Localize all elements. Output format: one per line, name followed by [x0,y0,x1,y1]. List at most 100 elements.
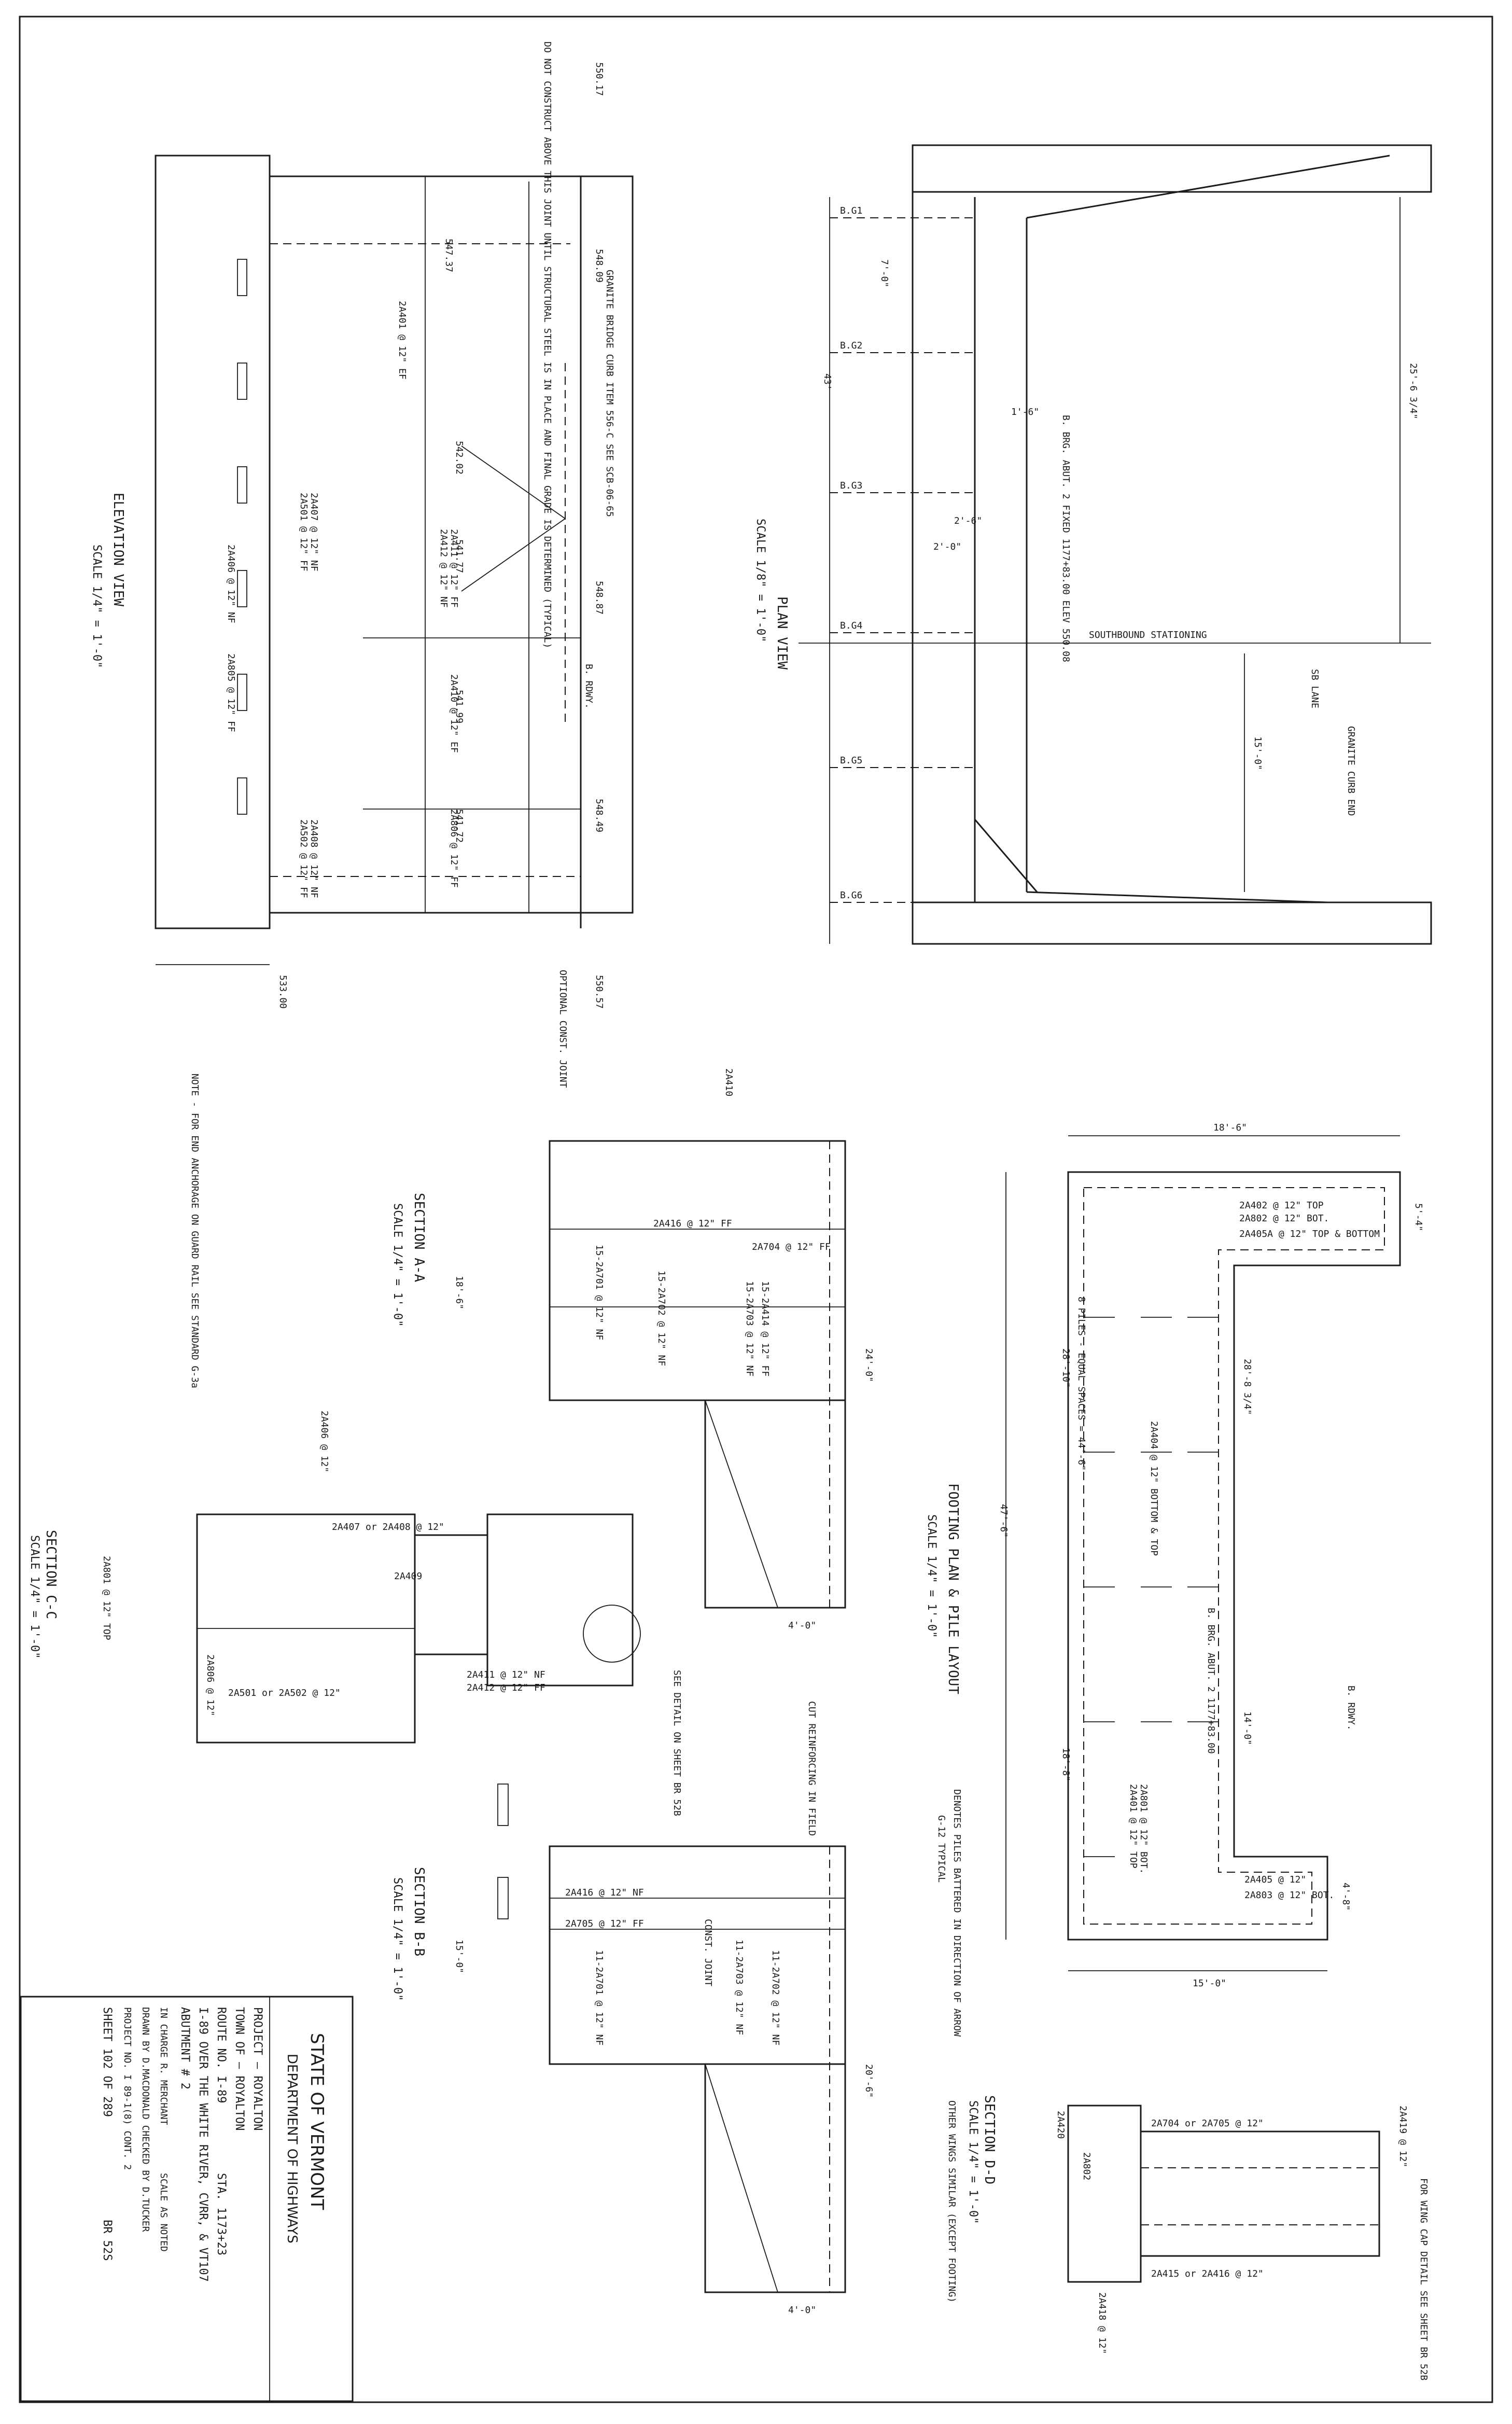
section-dd-scale: SCALE 1/4" = 1'-0" [967,2100,979,2224]
title-in-charge: IN CHARGE R. MERCHANT [158,2007,169,2125]
sb-lane-label: SB LANE [1309,669,1320,708]
plan-dim-7: 7'-0" [879,259,890,287]
pile-note: DENOTES PILES BATTERED IN DIRECTION OF A… [951,1789,962,2037]
plan-dim-1-6: 1'-6" [1011,407,1039,417]
pile-markers [1084,1317,1219,1857]
section-bb-bar-1: 2A705 @ 12" FF [565,1918,644,1929]
bar-2a408: 2A408 @ 12" NF [309,819,319,898]
section-aa-bar-4: 15-2A703 @ 12" NF [744,1281,755,1376]
title-state: STATE OF VERMONT [306,2033,327,2210]
plan-bg1: B.G1 [840,205,862,216]
section-cc-bar-6: 2A801 @ 12" TOP [101,1556,112,1640]
cut-field-note: CUT REINFORCING IN FIELD [806,1701,817,1836]
section-dd-bar-2: 2A419 @ 12" [1397,2106,1408,2167]
section-aa: SECTION A-A SCALE 1/4" = 1'-0" 18'-6" 24… [189,1068,874,1631]
section-bb-bar-3: 11-2A703 @ 12" NF [734,1940,745,2035]
footing-dim-15: 15'-0" [1193,1978,1226,1989]
title-station: STA. 1173+23 [215,2173,228,2255]
title-town: TOWN OF — ROYALTON [233,2007,246,2130]
elev-547-37: 547.37 [443,239,454,272]
plan-title: PLAN VIEW [774,596,790,670]
section-bb-dim-height: 15'-0" [454,1940,465,1973]
wing-detail-note: FOR WING CAP DETAIL SEE SHEET BR 52B [1418,2178,1429,2380]
elevation-scale: SCALE 1/4" = 1'-0" [90,545,103,668]
footing-dim-length: 47'-6" [998,1504,1009,1538]
elev-550-17: 550.17 [594,62,605,96]
section-bb-dim-width: 20'-6" [863,2064,874,2098]
bar-2a401: 2A401 @ 12" EF [397,301,408,380]
section-dd-bar-3: 2A418 @ 12" [1097,2292,1108,2354]
elev-533-00: 533.00 [277,975,288,1009]
title-project: PROJECT — ROYALTON [251,2007,264,2130]
plan-view: B.G1 B.G2 B.G3 B.G4 B.G5 B.G6 7'-0" 43' … [754,144,1432,945]
elev-548-87: 548.87 [594,581,605,615]
footing-bar-7: 2A803 @ 12" BOT. [1244,1890,1334,1901]
footing-dim-28-10: 28'-10" [1060,1348,1071,1388]
granite-curb-note: GRANITE BRIDGE CURB ITEM 556-C SEE SCB-0… [604,270,615,517]
pile-note-typ: G-12 TYPICAL [936,1815,947,1883]
title-project-no: PROJECT NO. I 89-1(8) CONT. 2 [122,2007,133,2170]
section-cc-bar-4: 2A806 @ 12" [205,1654,216,1716]
section-dd-bar-4: 2A802 [1081,2152,1092,2180]
footing-dim-14: 14'-0" [1242,1711,1253,1745]
plan-dim-2-6: 2'-6" [954,516,982,526]
section-aa-dim-height: 18'-6" [454,1276,465,1309]
section-bb-title: SECTION B-B [411,1867,427,1956]
bar-2a407: 2A407 @ 12" NF [309,493,319,572]
elev-541-77: 541.77 [454,539,465,573]
elev-541-72: 541.72 [454,809,465,843]
title-sheet: SHEET 102 OF 289 [101,2007,114,2117]
rdwy-label: B. RDWY. [583,664,594,709]
see-detail-note: SEE DETAIL ON SHEET BR 52B [671,1670,682,1816]
bar-2a411: 2A411 @ 12" FF [449,529,459,608]
title-scale: SCALE AS NOTED [158,2173,169,2252]
elevation-title: ELEVATION VIEW [110,493,126,606]
section-cc-bar-2: 2A412 @ 12" FF [467,1682,545,1693]
bar-2a502: 2A502 @ 12" FF [298,819,309,898]
section-dd-bar-5: 2A420 [1055,2111,1066,2139]
plan-bg3: B.G3 [840,480,862,491]
footing-title: FOOTING PLAN & PILE LAYOUT [945,1483,961,1694]
title-sheet-code: BR 52S [101,2220,114,2261]
title-block: STATE OF VERMONT DEPARTMENT OF HIGHWAYS … [20,1996,354,2402]
section-dd-bar-1: 2A415 or 2A416 @ 12" [1151,2268,1264,2279]
section-dd-bar-0: 2A704 or 2A705 @ 12" [1151,2118,1264,2129]
elevation-view: ELEVATION VIEW SCALE 1/4" = 1'-0" 550.17… [90,41,634,1088]
elev-548-09: 548.09 [594,249,605,283]
plan-dim-43: 43' [822,373,833,391]
title-route: ROUTE NO. I-89 [215,2007,228,2103]
title-drawn-checked: DRAWN BY D.MACDONALD CHECKED BY D.TUCKER [140,2007,151,2232]
section-aa-dim-width: 24'-0" [863,1348,874,1382]
bar-2a806: 2A806 @ 12" FF [449,809,459,888]
elev-550-57: 550.57 [594,975,605,1009]
plan-bg6: B.G6 [840,890,862,901]
section-dd: SECTION D-D SCALE 1/4" = 1'-0" OTHER WIN… [946,2095,1429,2380]
footing-plan: FOOTING PLAN & PILE LAYOUT SCALE 1/4" = … [925,1122,1424,2037]
title-description: I-89 OVER THE WHITE RIVER, CVRR, & VT107 [197,2007,209,2282]
bar-2a410: 2A410 @ 12" EF [449,674,459,753]
plan-bg5: B.G5 [840,755,862,766]
footing-dim-5-4: 5'-4" [1413,1203,1424,1231]
footing-bar-6: 2A405 @ 12" [1244,1874,1306,1885]
section-bb-bar-0: 2A416 @ 12" NF [565,1887,644,1898]
section-aa-bar-1: 2A416 @ 12" FF [653,1218,732,1229]
section-aa-bar-2: 2A704 @ 12" FF [752,1242,831,1252]
section-cc-bar-5: 2A409 [394,1571,422,1582]
sheet-border [19,16,1493,2403]
granite-curb-end: GRANITE CURB END [1346,726,1356,816]
footing-bar-1: 2A802 @ 12" BOT. [1239,1213,1329,1224]
elev-542-02: 542.02 [454,441,465,475]
section-aa-bar-6: 15-2A414 @ 12" FF [760,1281,771,1376]
footing-bar-0: 2A402 @ 12" TOP [1239,1200,1324,1211]
end-anchorage-note: NOTE - FOR END ANCHORAGE ON GUARD RAIL S… [189,1074,200,1388]
section-cc-scale: SCALE 1/4" = 1'-0" [28,1535,41,1659]
section-aa-bar-3: 15-2A701 @ 12" NF [594,1245,605,1340]
section-aa-bar-5: 15-2A702 @ 12" NF [656,1271,667,1366]
footing-dim-width: 18'-6" [1213,1122,1247,1133]
const-joint-note: CONST. JOINT [703,1919,713,1986]
footing-rdwy-label: B. RDWY. [1346,1685,1356,1731]
section-bb-bar-4: 11-2A702 @ 12" NF [770,1950,781,2045]
footing-brg-label: B. BRG. ABUT. 2 1177+83.00 [1206,1608,1216,1754]
